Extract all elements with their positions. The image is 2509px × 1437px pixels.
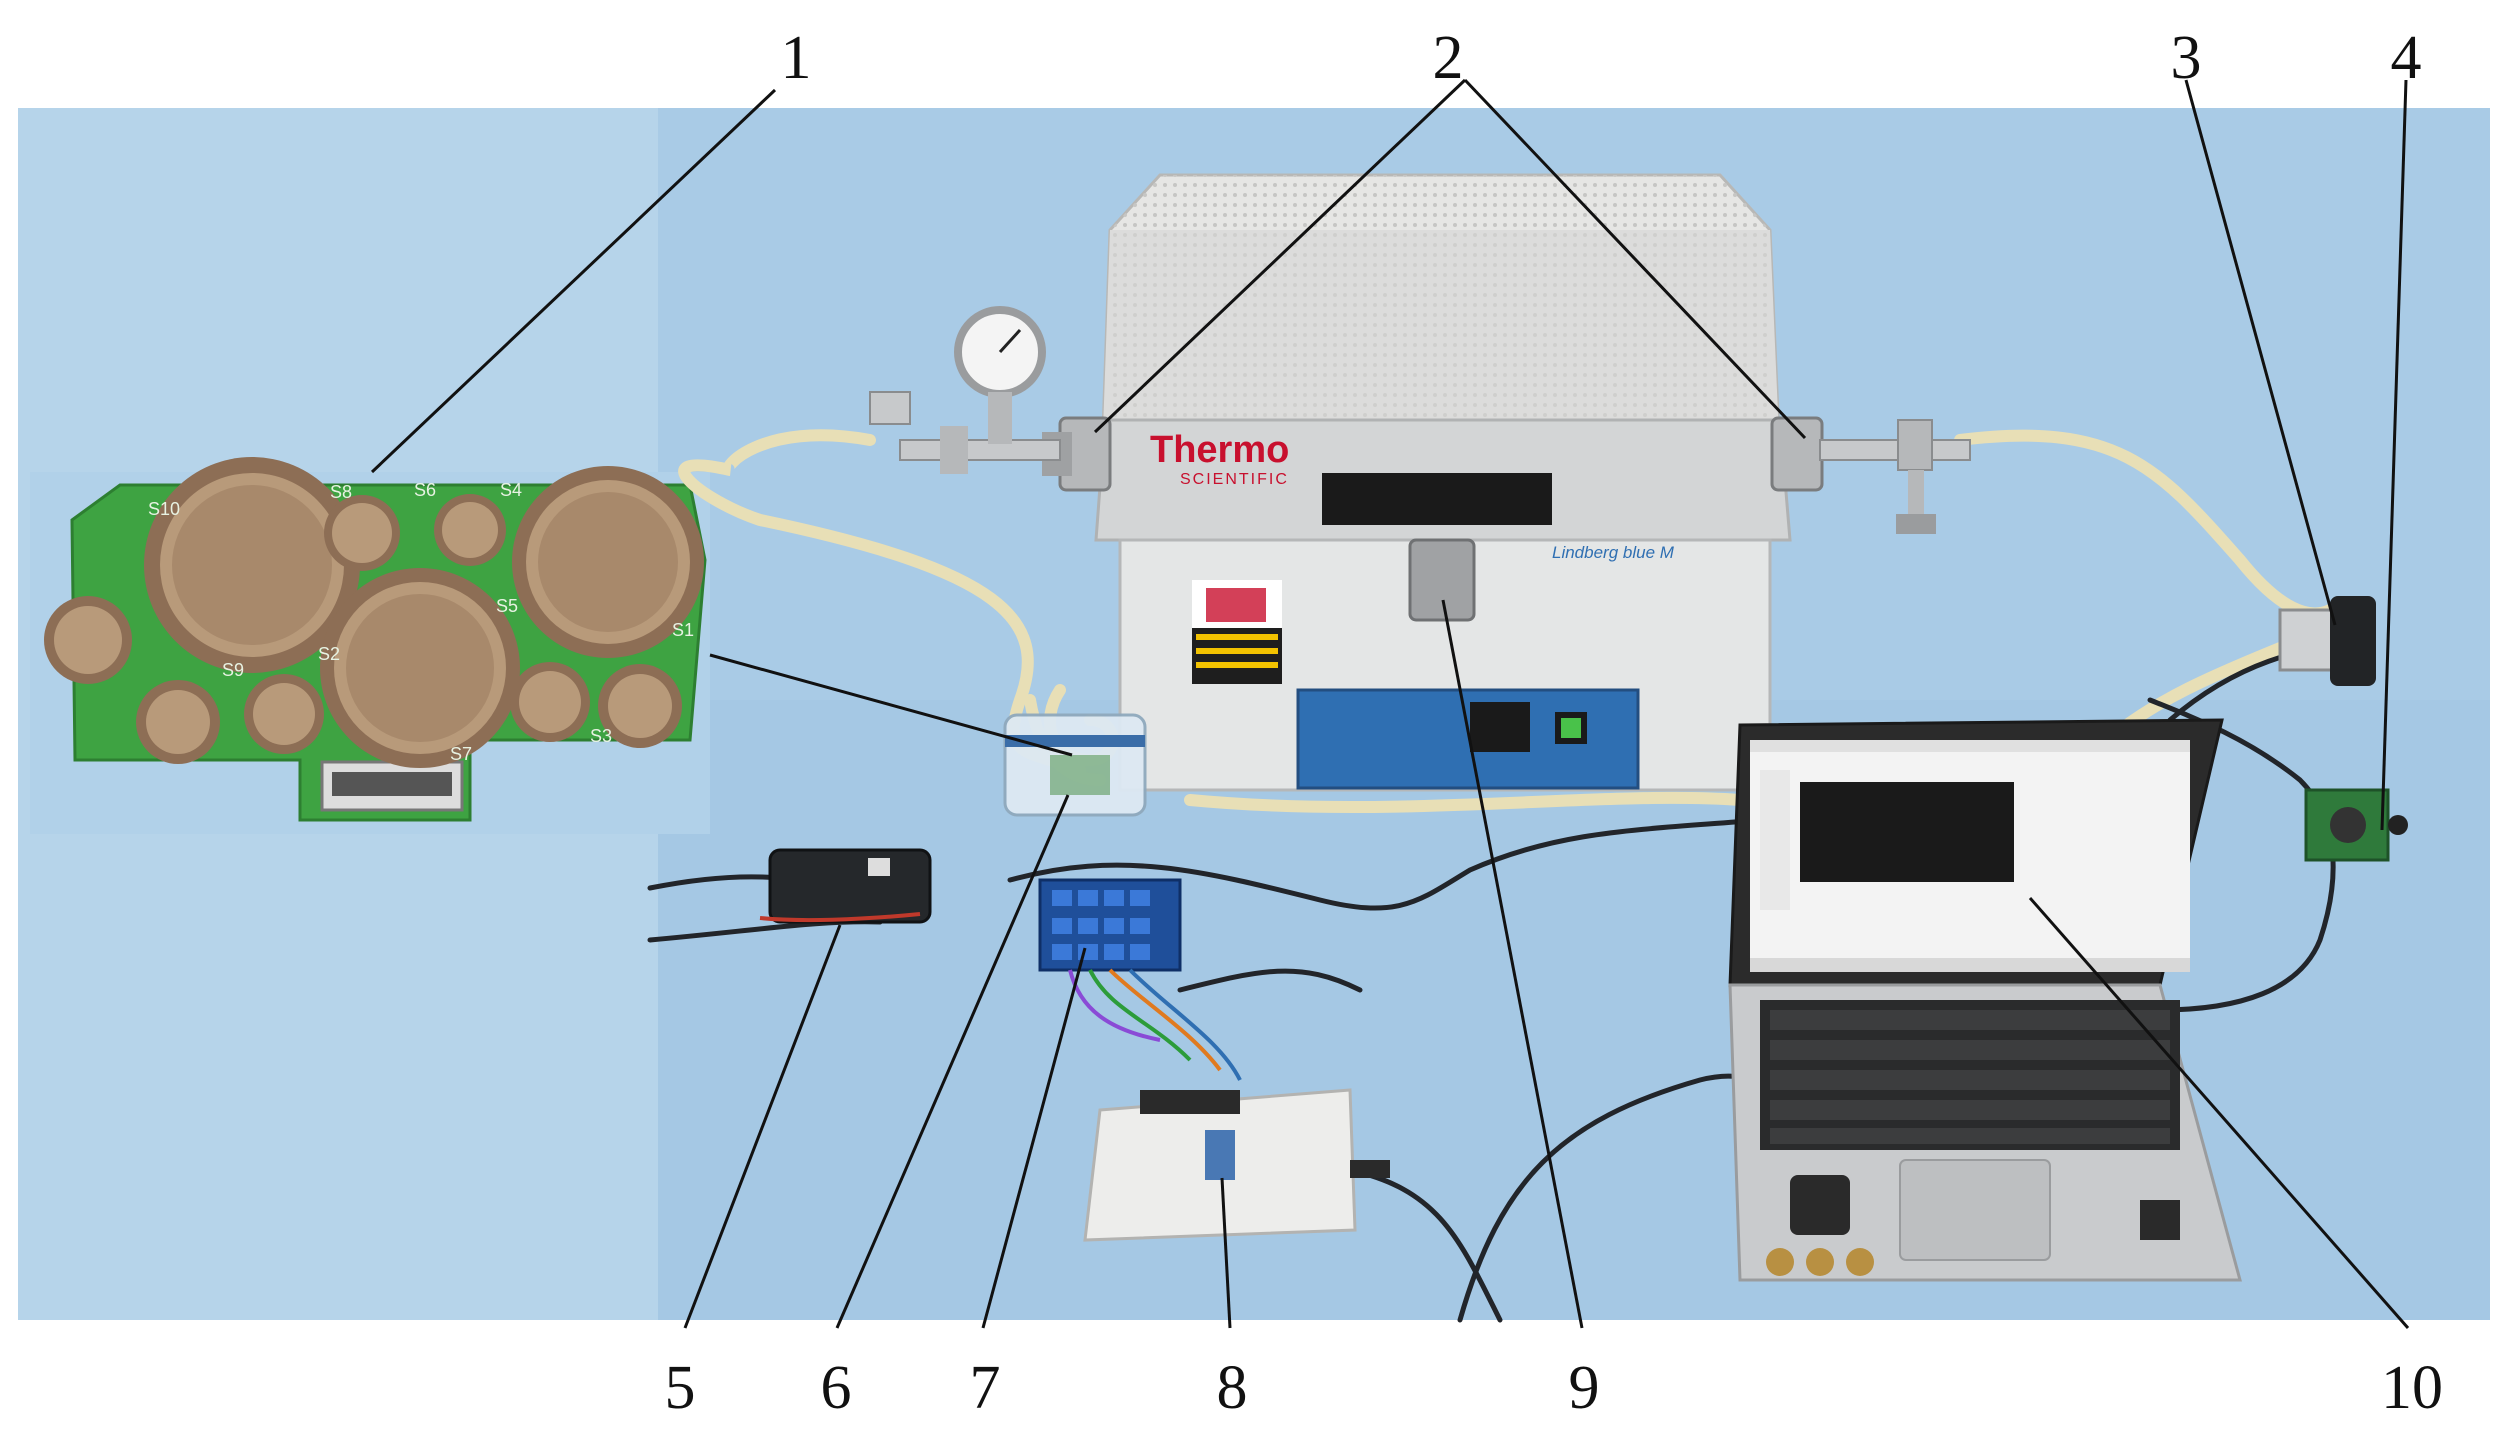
leader-line-2a <box>1093 78 1467 434</box>
sensor-small <box>324 495 400 571</box>
furnace-temperature-display <box>1470 702 1530 752</box>
leader-line-3 <box>2184 79 2337 626</box>
sensor-large <box>320 568 520 768</box>
callout-2: 2 <box>1433 24 1464 92</box>
pump-driver-board <box>2304 788 2408 862</box>
sensor-small <box>44 596 132 684</box>
callout-7: 7 <box>970 1354 1001 1422</box>
furnace-model: Lindberg blue M <box>1552 543 1675 562</box>
sensor-small <box>244 674 324 754</box>
silkscreen-label: S10 <box>148 499 180 519</box>
furnace-latch <box>1408 538 1476 622</box>
silkscreen-label: S7 <box>450 744 472 764</box>
leader-line-2b <box>1463 78 1807 440</box>
silkscreen-label: S1 <box>672 620 694 640</box>
callout-10: 10 <box>2381 1354 2443 1422</box>
callout-8: 8 <box>1217 1354 1248 1422</box>
silkscreen-label: S3 <box>590 726 612 746</box>
left-flange-assembly <box>869 306 1112 492</box>
silkscreen-label: S4 <box>500 480 522 500</box>
warning-labels <box>1192 580 1282 684</box>
leader-line-8 <box>1220 1177 1232 1329</box>
furnace-brand: Thermo <box>1150 429 1289 471</box>
leader-line-board-to-chamber <box>709 653 1073 757</box>
gas-pump <box>2278 596 2376 686</box>
right-flange-assembly <box>1770 416 1971 534</box>
laptop-screen-plot <box>1800 782 2014 882</box>
furnace-brand-sub: SCIENTIFIC <box>1180 471 1289 488</box>
sensor-array-board: S10 S8 S6 S4 S5 S9 S2 S3 S1 S7 <box>30 457 710 834</box>
silkscreen-label: S9 <box>222 660 244 680</box>
callout-3: 3 <box>2171 24 2202 92</box>
callout-4: 4 <box>2391 24 2422 92</box>
silkscreen-label: S2 <box>318 644 340 664</box>
silkscreen-label: S8 <box>330 482 352 502</box>
laptop <box>1728 718 2242 1282</box>
leader-line-9 <box>1441 599 1584 1329</box>
leader-line-4 <box>2380 79 2408 831</box>
callout-5: 5 <box>665 1354 696 1422</box>
callout-6: 6 <box>821 1354 852 1422</box>
sensor-silkscreen-labels: S10 S8 S6 S4 S5 S9 S2 S3 S1 S7 <box>148 480 694 764</box>
callout-1: 1 <box>781 24 812 92</box>
furnace-display-window <box>1322 473 1552 525</box>
tube-furnace: Thermo SCIENTIFIC Lindberg blue M <box>869 173 1971 792</box>
power-adapter <box>759 848 932 924</box>
silkscreen-label: S6 <box>414 480 436 500</box>
sensor-large <box>144 457 360 673</box>
sensor-chamber-box <box>1003 713 1147 817</box>
callout-9: 9 <box>1569 1354 1600 1422</box>
callout-numbers: 1 2 3 4 5 6 7 8 9 10 <box>665 24 2444 1422</box>
leader-lines <box>370 78 2410 1329</box>
silkscreen-label: S5 <box>496 596 518 616</box>
leader-line-5 <box>683 924 842 1329</box>
sensor-small <box>136 680 220 764</box>
data-acquisition-device <box>1083 1088 1390 1242</box>
leader-line-10 <box>2028 897 2410 1329</box>
leader-line-7 <box>981 947 1087 1329</box>
terminal-block-board <box>1038 878 1242 1081</box>
sensor-large <box>512 466 704 658</box>
leader-line-6 <box>835 794 1070 1329</box>
laptop-touchpad <box>1899 1159 2051 1261</box>
sensor-small <box>434 494 506 566</box>
sensor-small <box>510 662 590 742</box>
sensor-small <box>598 664 682 748</box>
leader-line-1 <box>370 88 777 474</box>
